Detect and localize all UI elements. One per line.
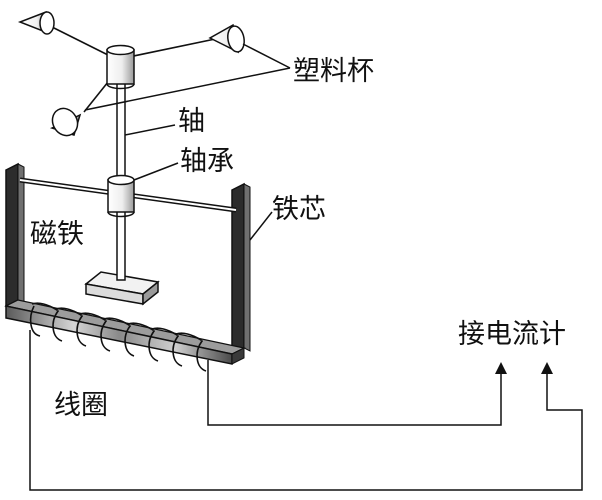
bearing — [107, 174, 135, 218]
label-bearing: 轴承 — [180, 146, 234, 177]
label-plastic-cups: 塑料杯 — [293, 56, 374, 87]
galvanometer-terminal-arrows — [495, 362, 553, 374]
label-coil: 线圈 — [54, 390, 108, 421]
label-magnet: 磁铁 — [30, 219, 84, 250]
label-galvanometer: 接电流计 — [458, 319, 566, 350]
plastic-cup-right — [208, 23, 245, 54]
plastic-cup-top-left — [17, 10, 55, 35]
leader-lines — [84, 43, 291, 241]
label-shaft: 轴 — [178, 106, 205, 137]
label-iron-core: 铁芯 — [272, 194, 326, 225]
wires — [29, 330, 583, 491]
plastic-cup-bottom-left — [49, 107, 82, 137]
rotor-hub — [106, 44, 135, 90]
magnet — [84, 271, 160, 306]
iron-core — [4, 162, 251, 365]
